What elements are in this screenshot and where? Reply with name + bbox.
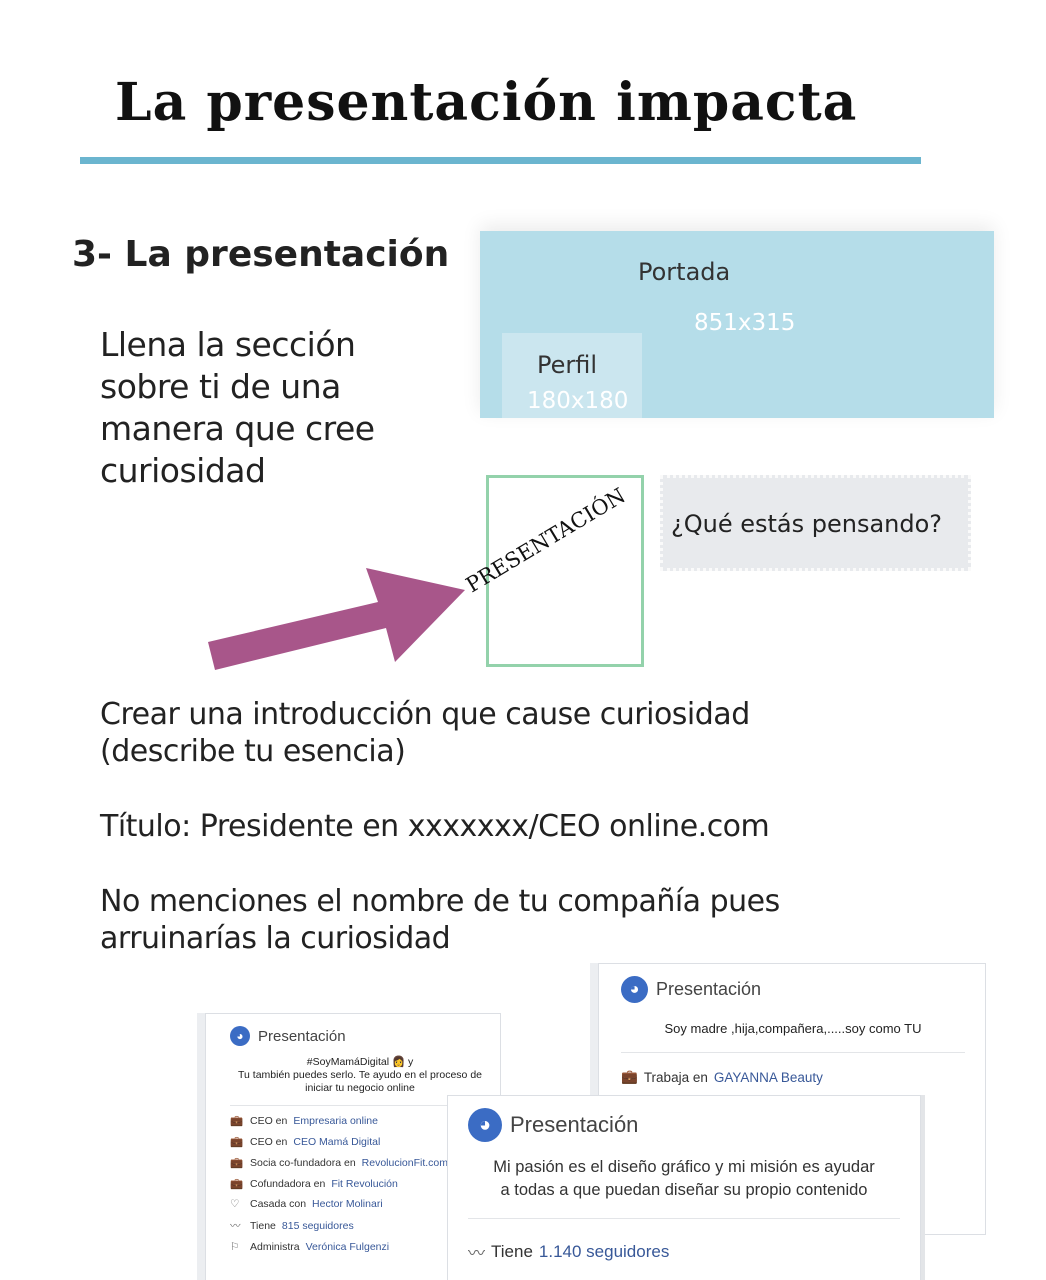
intro-line: curiosidad (100, 451, 266, 490)
item-text: Trabaja en (643, 1069, 708, 1085)
item-link[interactable]: RevolucionFit.com (361, 1156, 449, 1169)
list-item: ♡ Casada con Hector Molinari (230, 1198, 500, 1210)
briefcase-icon: 💼 (230, 1115, 244, 1127)
slide-title: La presentación impacta (115, 72, 858, 133)
list-item: ⚐ Administra Verónica Fulgenzi (230, 1241, 500, 1253)
tip-line: (describe tu esencia) (100, 734, 406, 769)
globe-icon: ◕ (230, 1026, 250, 1046)
item-link[interactable]: Fit Revolución (331, 1177, 398, 1190)
item-text: CEO en (250, 1135, 288, 1148)
item-text: Cofundadora en (250, 1177, 326, 1190)
title-underline (80, 157, 921, 164)
item-text: Casada con (250, 1198, 307, 1210)
item-text: Tiene (491, 1241, 533, 1261)
item-text: Socia co-fundadora en (250, 1156, 356, 1169)
list-item: 💼 Socia co-fundadora en RevolucionFit.com (230, 1156, 500, 1170)
followers-link[interactable]: 1.140 seguidores (538, 1241, 670, 1261)
intro-line: Llena la sección (100, 325, 356, 364)
list-item: 💼 CEO en CEO Mamá Digital (230, 1135, 500, 1149)
intro-text: Llena la sección sobre ti de una manera … (100, 324, 375, 492)
list-item: 〰 Tiene 815 seguidores (230, 1218, 500, 1233)
briefcase-icon: 💼 (621, 1069, 638, 1084)
tips-text: Crear una introducción que cause curiosi… (100, 696, 780, 957)
work-link[interactable]: GAYANNA Beauty (713, 1069, 823, 1085)
bio-line: Mi pasión es el diseño gráfico y mi misi… (493, 1158, 875, 1176)
item-link[interactable]: Empresaria online (293, 1114, 378, 1127)
bio-line: a todas a que puedan diseñar su propio c… (500, 1181, 868, 1199)
card-title: Presentación (656, 979, 762, 999)
intro-line: manera que cree (100, 409, 375, 448)
rss-icon: 〰 (468, 1244, 485, 1263)
bio-line: Tu también puedes serlo. Te ayudo en el … (238, 1069, 482, 1081)
work-item: 💼 Trabaja en GAYANNA Beauty (621, 1069, 965, 1085)
card-header: ◕ Presentación (468, 1108, 900, 1142)
item-link[interactable]: Hector Molinari (312, 1198, 383, 1210)
about-card-3: ◕ Presentación Mi pasión es el diseño grá… (447, 1095, 921, 1280)
globe-icon: ◕ (621, 976, 648, 1003)
bio-line: #SoyMamáDigital 👩 y (306, 1056, 414, 1068)
briefcase-icon: 💼 (230, 1136, 244, 1148)
tip-line: Crear una introducción que cause curiosi… (100, 697, 750, 732)
profile-size: 180x180 (527, 388, 629, 414)
tip-line: No menciones el nombre de tu compañía pu… (100, 884, 780, 919)
item-link[interactable]: CEO Mamá Digital (293, 1135, 381, 1148)
card-title: Presentación (258, 1027, 346, 1045)
section-heading: 3- La presentación (72, 234, 450, 275)
list-item: 💼 CEO en Empresaria online (230, 1114, 500, 1128)
item-text: CEO en (250, 1114, 288, 1127)
briefcase-icon: 💼 (230, 1178, 244, 1190)
intro-line: sobre ti de una (100, 367, 341, 406)
item-link[interactable]: 815 seguidores (281, 1219, 354, 1232)
bio-line: iniciar tu negocio online (305, 1082, 415, 1094)
card-bio: Mi pasión es el diseño gráfico y mi misi… (468, 1156, 900, 1202)
globe-icon: ◕ (468, 1108, 502, 1142)
cover-label: Portada (638, 258, 731, 286)
rss-icon: 〰 (230, 1220, 241, 1232)
arrow-icon (208, 568, 465, 670)
list-item: 💼 Cofundadora en Fit Revolución (230, 1177, 500, 1191)
item-text: Tiene (250, 1219, 276, 1232)
tip-line: arruinarías la curiosidad (100, 921, 451, 956)
briefcase-icon: 💼 (230, 1157, 244, 1169)
status-box: ¿Qué estás pensando? (660, 475, 971, 571)
item-text: Administra (250, 1241, 300, 1253)
cover-size: 851x315 (694, 310, 796, 336)
tip-line: Título: Presidente en xxxxxxx/CEO online… (100, 809, 770, 844)
card-header: ◕ Presentación (621, 976, 965, 1003)
presentation-frame (486, 475, 644, 667)
card-header: ◕ Presentación (230, 1026, 500, 1046)
status-placeholder: ¿Qué estás pensando? (671, 510, 943, 538)
profile-photo-mock: Perfil 180x180 (502, 333, 642, 418)
card-title: Presentación (510, 1112, 639, 1137)
card-bio: Soy madre ,hija,compañera,.....soy como … (664, 1021, 922, 1036)
heart-icon: ♡ (230, 1198, 240, 1210)
flag-icon: ⚐ (230, 1241, 240, 1253)
profile-label: Perfil (537, 351, 598, 379)
item-link[interactable]: Verónica Fulgenzi (305, 1241, 390, 1253)
